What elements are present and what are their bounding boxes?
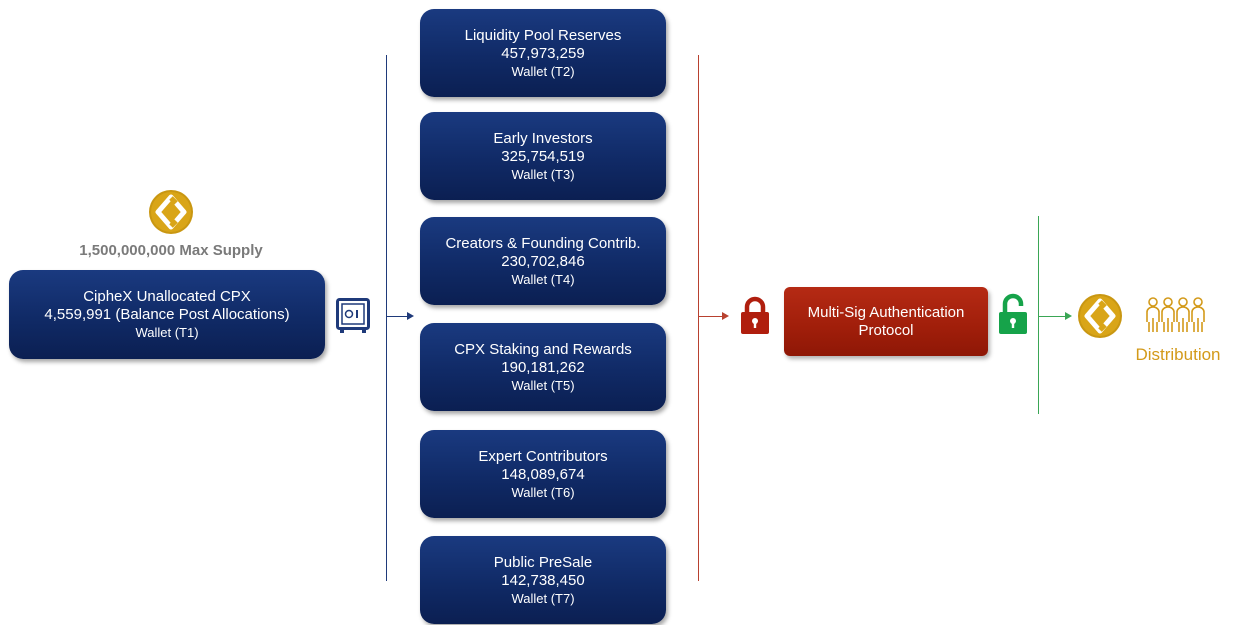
allocation-amount: 230,702,846 [501,252,585,270]
lock-open-icon [997,292,1029,336]
allocation-box: Liquidity Pool Reserves 457,973,259 Wall… [420,9,666,97]
distribution-arrow [1039,316,1067,317]
allocation-bracket-line [386,55,387,581]
allocation-name: Creators & Founding Contrib. [445,234,641,252]
distribution-arrow-head [1065,312,1072,320]
allocation-box: Early Investors 325,754,519 Wallet (T3) [420,112,666,200]
cpx-coin-icon [148,189,194,235]
allocation-wallet: Wallet (T2) [511,63,575,79]
auth-arrow-head [722,312,729,320]
allocation-wallet: Wallet (T7) [511,590,575,606]
multisig-auth-line1: Multi-Sig Authentication [807,303,965,321]
allocation-name: CPX Staking and Rewards [454,340,632,358]
allocation-arrow-head [407,312,414,320]
distribution-label: Distribution [1135,345,1221,364]
cpx-coin-icon [1077,293,1123,339]
allocation-name: Expert Contributors [478,447,608,465]
allocation-box: Expert Contributors 148,089,674 Wallet (… [420,430,666,518]
allocation-name: Liquidity Pool Reserves [464,26,622,44]
allocation-wallet: Wallet (T4) [511,271,575,287]
allocation-amount: 142,738,450 [501,571,585,589]
distribution-bracket-line [1038,216,1039,414]
allocation-name: Early Investors [493,129,593,147]
allocation-amount: 457,973,259 [501,44,585,62]
safe-icon [336,298,370,334]
lock-closed-icon [739,296,771,336]
auth-arrow [699,316,724,317]
allocation-wallet: Wallet (T5) [511,377,575,393]
multisig-auth-box: Multi-Sig Authentication Protocol [784,287,988,356]
multisig-auth-line2: Protocol [858,321,914,339]
allocation-name: Public PreSale [493,553,593,571]
source-wallet-amount: 4,559,991 (Balance Post Allocations) [44,306,290,323]
allocation-amount: 325,754,519 [501,147,585,165]
source-wallet-id: Wallet (T1) [135,325,199,340]
allocation-box: CPX Staking and Rewards 190,181,262 Wall… [420,323,666,411]
people-group-icon [1145,296,1207,336]
allocation-box: Creators & Founding Contrib. 230,702,846… [420,217,666,305]
allocation-arrow [387,316,409,317]
allocation-amount: 148,089,674 [501,465,585,483]
source-wallet-box: CipheX Unallocated CPX 4,559,991 (Balanc… [9,270,325,359]
allocation-wallet: Wallet (T6) [511,484,575,500]
allocation-amount: 190,181,262 [501,358,585,376]
allocation-wallet: Wallet (T3) [511,166,575,182]
allocation-box: Public PreSale 142,738,450 Wallet (T7) [420,536,666,624]
auth-bracket-line [698,55,699,581]
max-supply-label: 1,500,000,000 Max Supply [79,242,263,259]
source-wallet-name: CipheX Unallocated CPX [83,288,251,305]
